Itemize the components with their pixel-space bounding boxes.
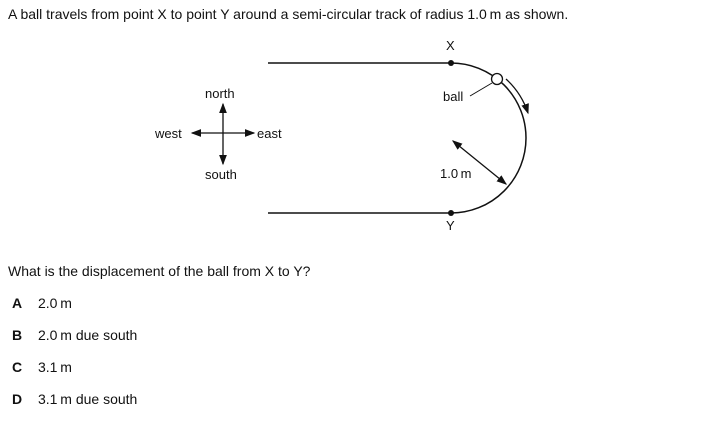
- label-south: south: [205, 167, 237, 182]
- option-text: 3.1 m: [38, 359, 72, 375]
- option-a[interactable]: A 2.0 m: [12, 295, 72, 311]
- option-b[interactable]: B 2.0 m due south: [12, 327, 137, 343]
- label-y: Y: [446, 218, 455, 233]
- label-radius: 1.0 m: [440, 166, 472, 181]
- option-letter: C: [12, 359, 23, 375]
- direction-arrow: [505, 78, 529, 115]
- label-west: west: [155, 126, 182, 141]
- track: [268, 62, 527, 214]
- option-letter: B: [12, 327, 23, 343]
- option-letter: A: [12, 295, 23, 311]
- label-ball: ball: [443, 89, 464, 104]
- point-x: [448, 60, 454, 66]
- option-text: 2.0 m: [38, 295, 72, 311]
- ball-leader: [469, 82, 493, 97]
- compass: [190, 102, 256, 166]
- label-north: north: [205, 86, 235, 101]
- label-x: X: [446, 38, 455, 53]
- prompt-text: What is the displacement of the ball fro…: [8, 263, 311, 279]
- option-text: 2.0 m due south: [38, 327, 138, 343]
- label-east: east: [257, 126, 282, 141]
- option-c[interactable]: C 3.1 m: [12, 359, 72, 375]
- option-letter: D: [12, 391, 23, 407]
- option-text: 3.1 m due south: [38, 391, 138, 407]
- radius-arrow: [451, 140, 508, 185]
- option-d[interactable]: D 3.1 m due south: [12, 391, 137, 407]
- question-text: A ball travels from point X to point Y a…: [8, 6, 569, 22]
- point-y: [448, 210, 454, 216]
- ball: [490, 72, 504, 86]
